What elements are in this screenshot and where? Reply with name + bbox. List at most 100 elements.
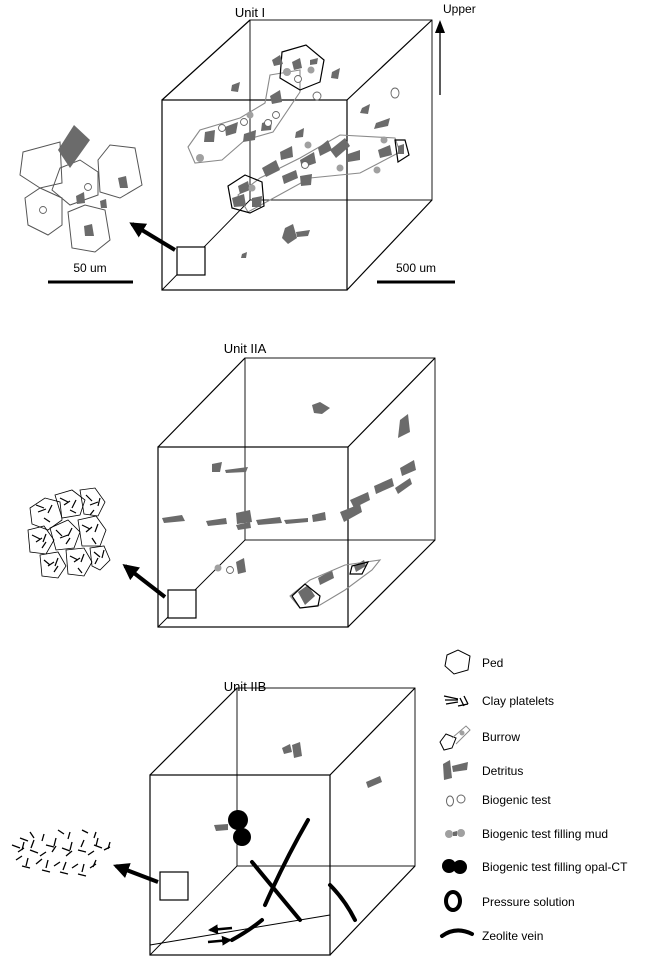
detritus-flake	[241, 252, 247, 258]
detritus-flake	[398, 414, 410, 438]
unit1-title: Unit I	[235, 5, 265, 20]
unit1-cube-front	[161, 99, 348, 291]
unit1-peds	[227, 44, 410, 214]
detritus-flake	[374, 118, 390, 129]
detritus-flake	[225, 467, 248, 473]
detritus-flake	[282, 170, 298, 184]
ped-outline	[227, 174, 265, 214]
ped-grain	[89, 545, 111, 571]
unit2a-cube-front	[157, 446, 349, 628]
detritus-flake	[366, 776, 382, 788]
mud-filled-test	[214, 564, 222, 572]
mud-filled-test	[248, 184, 256, 192]
detritus-flake	[236, 558, 246, 574]
unit1-burrows	[187, 69, 401, 213]
clay-platelets	[31, 494, 105, 574]
detritus-flake	[231, 82, 240, 92]
detritus-flake	[236, 510, 252, 524]
biogenic-test	[312, 91, 322, 101]
detritus-flake	[348, 150, 360, 162]
legend-label: Ped	[482, 656, 503, 670]
legend-label: Biogenic test filling opal-CT	[482, 860, 628, 874]
mud-filled-test	[246, 111, 254, 119]
unit1-panel: Unit I Upper	[19, 2, 476, 291]
detritus-flake	[378, 145, 392, 158]
opal-filled-test	[233, 828, 251, 846]
unit2b-cube-front	[149, 774, 331, 956]
detritus-flake	[284, 518, 308, 524]
unit1-mud-tests	[196, 66, 388, 192]
unit1-cube-back	[249, 19, 433, 201]
clay-platelets-icon	[443, 695, 469, 707]
ped-grain	[29, 497, 63, 531]
unit2b-panel: Unit IIB	[11, 679, 416, 956]
detritus-flake	[296, 230, 310, 237]
detritus-flake	[225, 122, 238, 136]
legend-label: Biogenic test filling mud	[482, 827, 608, 841]
zeolite-vein	[328, 883, 357, 922]
detritus-flake	[330, 138, 350, 158]
biogenic-test	[272, 111, 280, 119]
unit2a-sample-cube	[167, 589, 197, 619]
burrow-icon	[439, 725, 471, 751]
detritus-flake	[236, 522, 251, 530]
unit2b-magnify-arrow	[113, 863, 159, 884]
zeolite-vein	[263, 818, 310, 907]
ped-grain	[79, 487, 106, 517]
detritus-flake	[400, 460, 416, 476]
detritus-flake	[350, 492, 370, 508]
ped-grain	[24, 187, 63, 236]
ped-grain	[19, 141, 63, 189]
biogenic-test	[264, 119, 272, 127]
unit2b-sample-cube	[159, 871, 189, 901]
detritus-flake	[295, 128, 304, 138]
mud-filled-test	[283, 68, 291, 76]
unit2b-block	[149, 687, 416, 956]
mud-filled-test	[304, 141, 312, 149]
unit1-block	[161, 19, 433, 291]
ped-grain	[97, 144, 143, 199]
ped-icon	[444, 649, 471, 675]
detritus-flake	[331, 68, 340, 79]
detritus-flake	[292, 58, 302, 70]
biogenic-test	[390, 87, 400, 99]
ped-grain	[39, 551, 67, 579]
unit2a-burrow	[289, 559, 382, 609]
unit2b-shear-arrows	[207, 924, 233, 946]
detritus-flake	[118, 176, 128, 188]
legend-label: Detritus	[482, 764, 523, 778]
unit2a-cube-back	[244, 357, 436, 541]
unit1-detritus	[204, 55, 404, 258]
legend-label: Pressure solution	[482, 895, 575, 909]
zeolite-vein	[250, 860, 302, 922]
zeolite-vein-icon	[440, 928, 474, 938]
detritus-icon	[443, 760, 468, 780]
mud-filled-test	[196, 154, 204, 162]
upper-label: Upper	[443, 2, 476, 16]
biogenic-test-icon	[446, 794, 466, 807]
detritus-flake	[282, 744, 292, 754]
biogenic-test	[226, 566, 234, 574]
legend-label: Biogenic test	[482, 793, 551, 807]
detritus-flake	[256, 517, 282, 525]
ped-grain	[54, 489, 86, 519]
biogenic-test-mud-icon	[445, 829, 465, 838]
detritus-flake	[58, 125, 90, 168]
ped-grain	[65, 547, 93, 577]
detritus-flake	[318, 570, 334, 585]
detritus-flake	[262, 160, 280, 177]
ped-grain	[77, 515, 107, 547]
biogenic-test	[218, 124, 226, 132]
detritus-flake	[252, 196, 262, 207]
detritus-flake	[238, 181, 250, 194]
ped-outline	[279, 44, 325, 91]
ped-outline	[349, 561, 370, 575]
unit2a-title: Unit IIA	[224, 341, 267, 356]
detritus-flake	[312, 512, 326, 522]
detritus-flake	[318, 140, 332, 156]
detritus-flake	[312, 402, 330, 414]
ped-grain	[67, 204, 111, 253]
detritus-flake	[398, 144, 404, 154]
unit2a-magnify-arrow	[122, 564, 167, 599]
